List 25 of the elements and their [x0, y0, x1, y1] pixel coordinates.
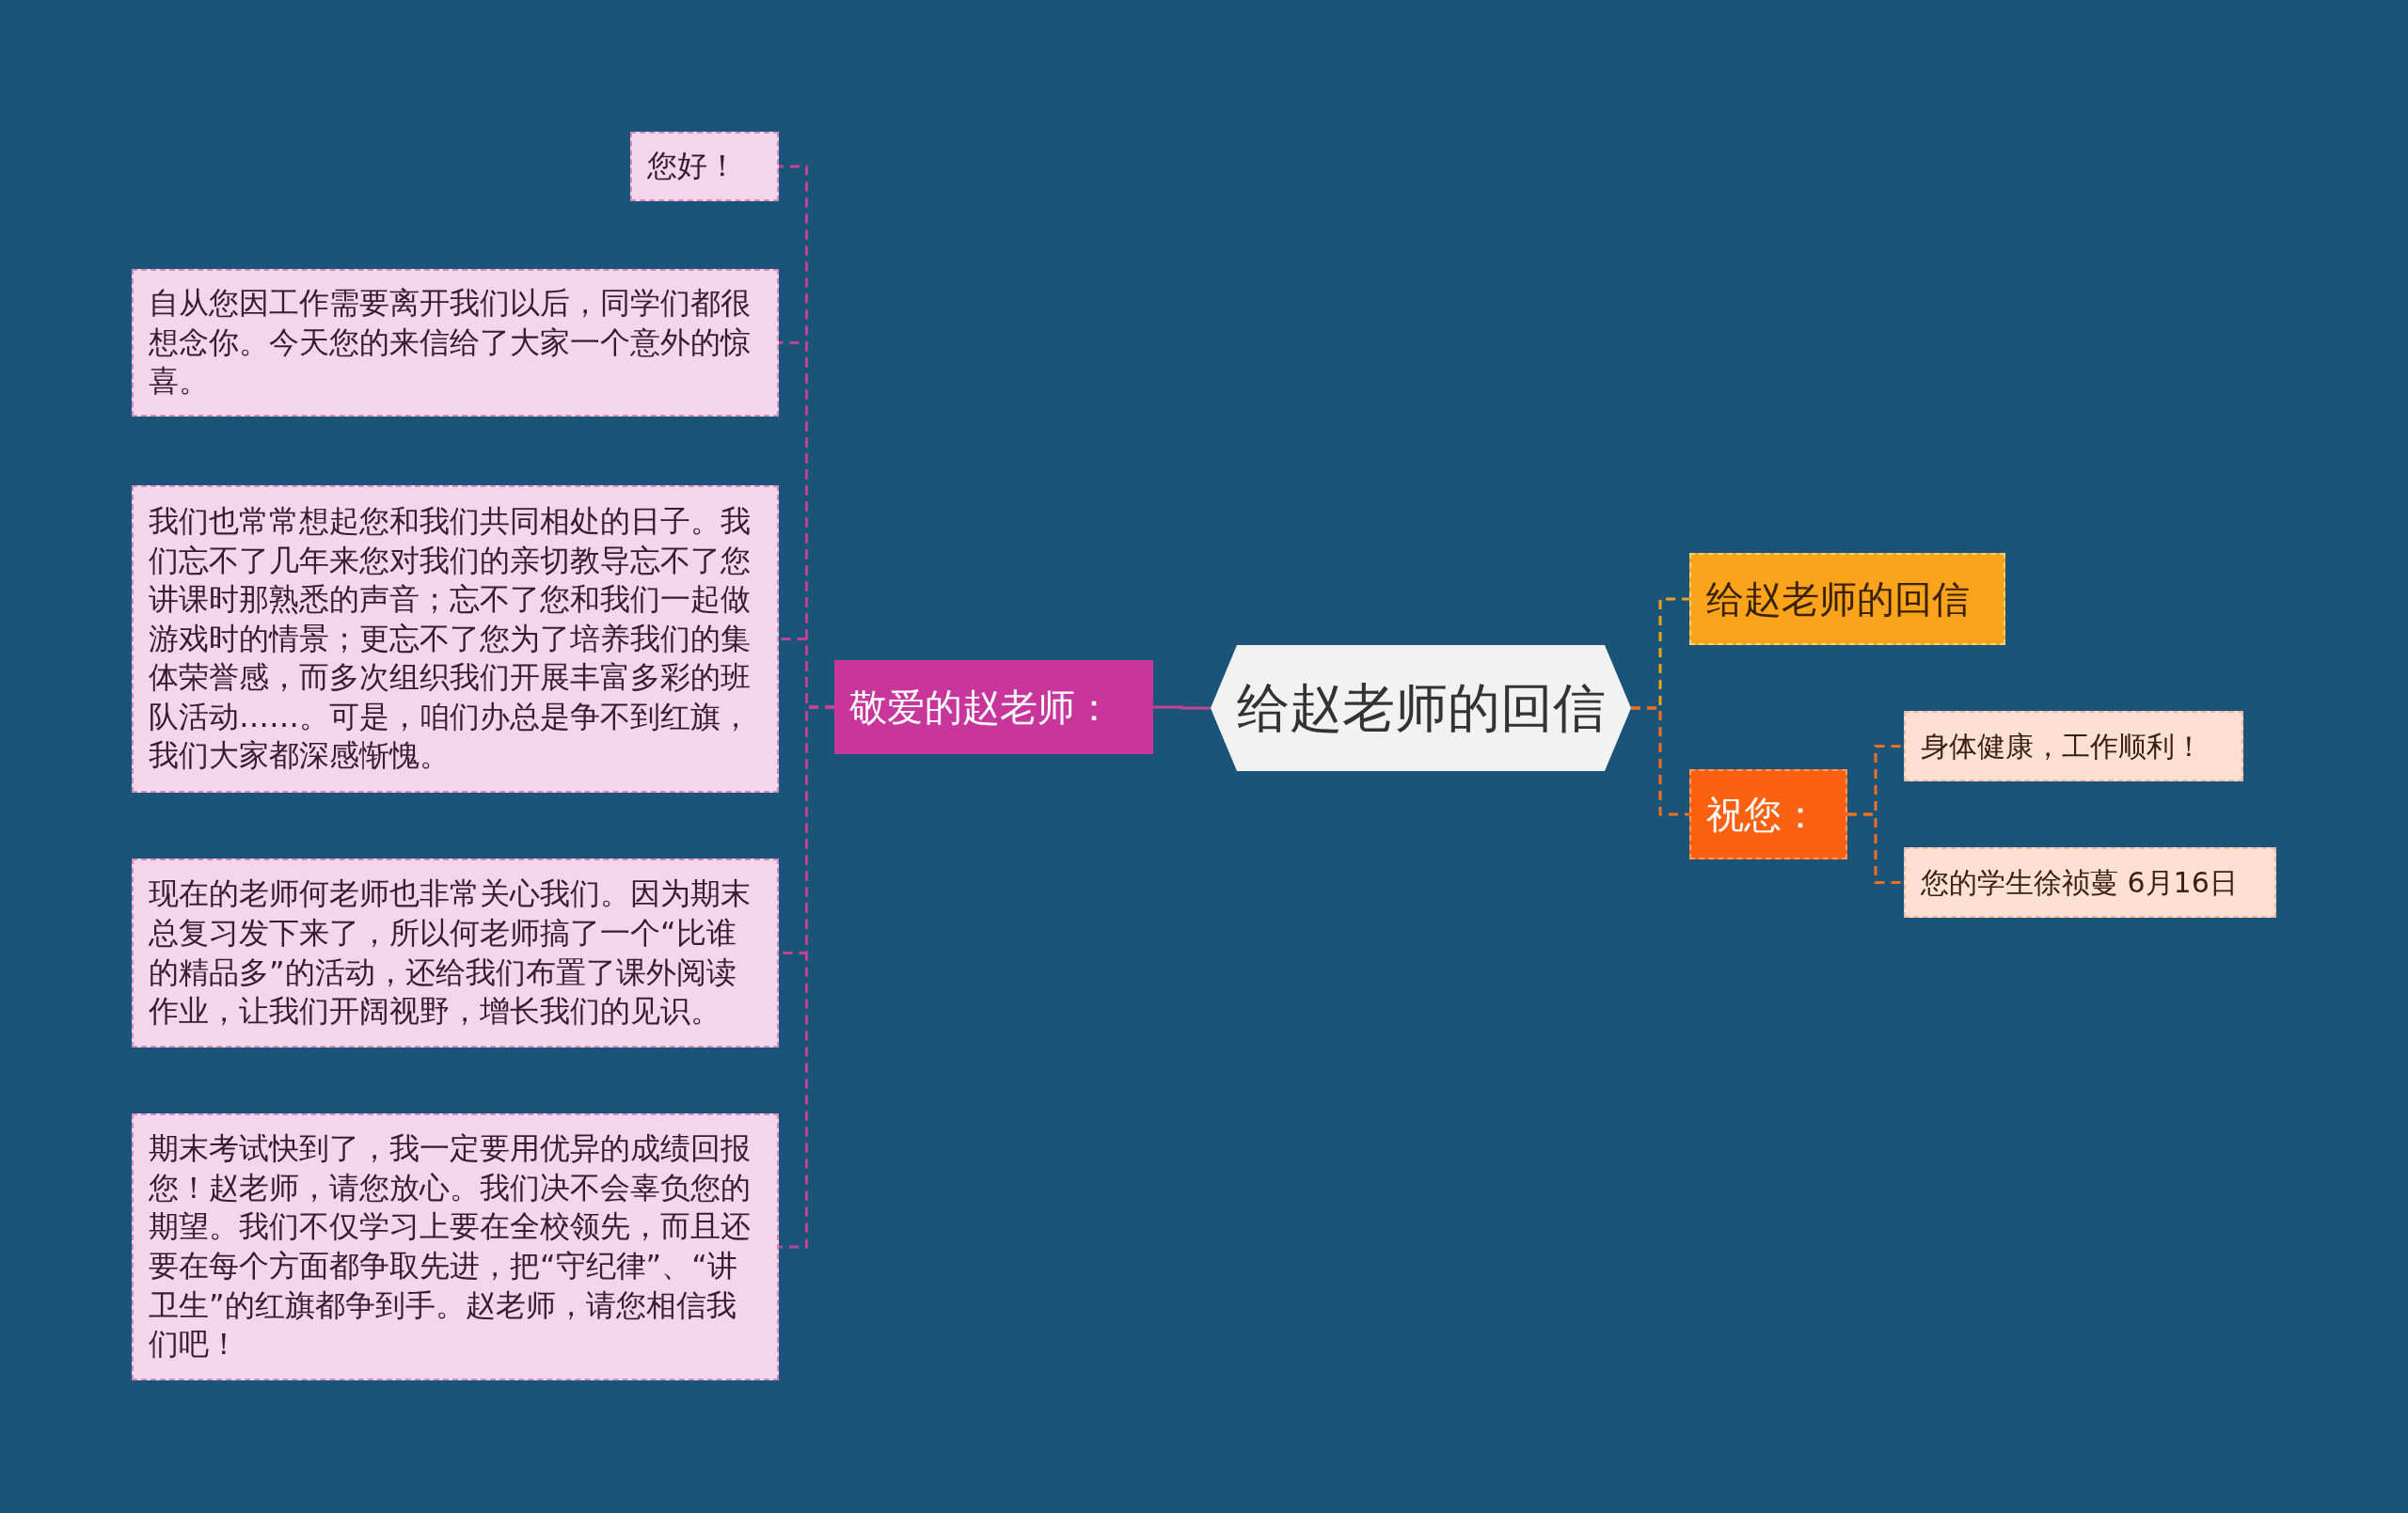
node-text: 我们也常常想起您和我们共同相处的日子。我们忘不了几年来您对我们的亲切教导忘不了您讲课时那熟悉的声音；忘不了您和我们一起做游戏时的情景；更忘不了您为了培养我们的集体荣誉感，而多次组织我们开展丰富多彩的班队活动……。可是，咱们办总是争不到红旗，我们大家都深感惭愧。 — [149, 501, 752, 776]
note-card — [1904, 711, 2243, 781]
connector — [1153, 705, 1211, 710]
node-text: 给赵老师的回信 — [1236, 675, 1606, 740]
branch-label — [834, 660, 1153, 754]
note-card — [630, 132, 779, 201]
note-card — [132, 1113, 779, 1380]
connector — [1631, 706, 1689, 816]
node-text: 给赵老师的回信 — [1706, 576, 1970, 623]
note-card — [132, 485, 779, 793]
node-text: 您的学生徐祯蔓 6月16日 — [1921, 865, 2238, 901]
topic-hexagon — [1211, 645, 1631, 771]
branch-label — [1689, 553, 2005, 645]
node-text: 身体健康，工作顺利！ — [1921, 729, 2203, 764]
node-text: 现在的老师何老师也非常关心我们。因为期末总复习发下来了，所以何老师搞了一个“比谁的精品多”的活动，还给我们布置了课外阅读作业，让我们开阔视野，增长我们的见识。 — [149, 875, 752, 1032]
node-text: 您好！ — [647, 147, 737, 186]
node-text: 敬爱的赵老师： — [849, 685, 1113, 731]
connector — [1847, 812, 1904, 884]
branch-label — [1689, 769, 1847, 859]
note-card — [1904, 847, 2276, 918]
node-text: 自从您因工作需要离开我们以后，同学们都很想念你。今天您的来信给了大家一个意外的惊喜。 — [149, 284, 752, 402]
note-card — [132, 269, 779, 417]
note-card — [132, 859, 779, 1048]
node-text: 祝您： — [1706, 792, 1819, 838]
node-text: 期末考试快到了，我一定要用优异的成绩回报您！赵老师，请您放心。我们决不会辜负您的期望。我们不仅学习上要在全校领先，而且还要在每个方面都争取先进，把“守纪律”、“讲卫生”的红旗都争到手。赵老师，请您相信我们吧！ — [149, 1129, 752, 1364]
